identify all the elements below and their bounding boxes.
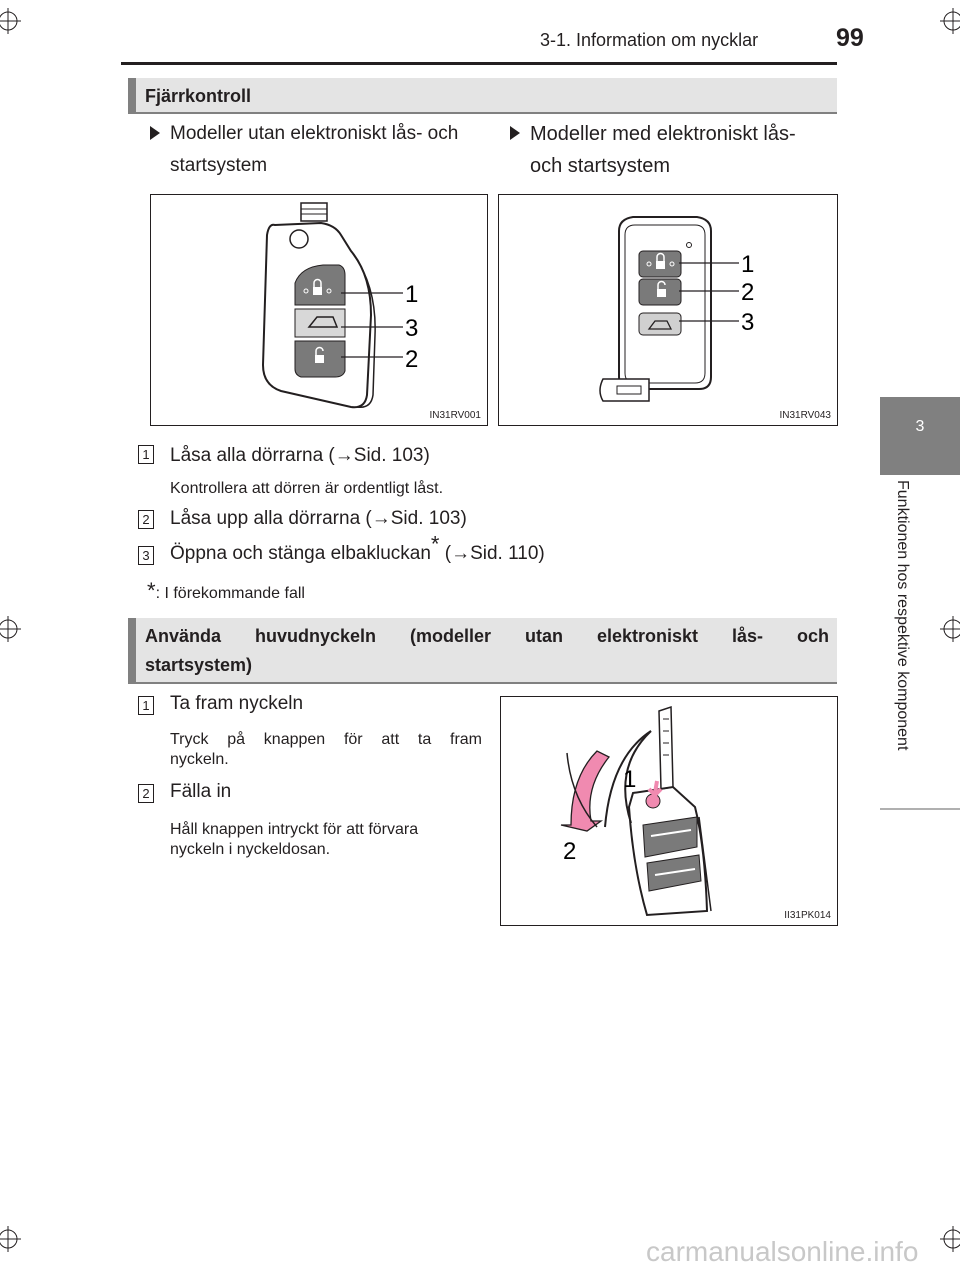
bullet-triangle-icon: [150, 126, 160, 140]
figure-folding-key: 1 3 2 IN31RV001: [150, 194, 488, 426]
section-heading-line2: startsystem): [145, 655, 253, 675]
item-3-ref: Sid. 110): [470, 543, 545, 564]
step-2-desc-line1: Håll knappen intryckt för att förvara: [170, 821, 419, 838]
callout-2: 2: [405, 346, 418, 373]
registration-mark-icon: [0, 1226, 21, 1252]
model-heading-right: Modeller med elektroniskt lås- och start…: [530, 118, 830, 182]
section-heading-bar: [128, 618, 837, 684]
registration-mark-icon: [940, 1226, 960, 1252]
step-1-desc: Tryck på knappen för att ta fram nyckeln…: [170, 730, 482, 770]
footnote-text: : I förekommande fall: [155, 585, 305, 602]
callout-3: 3: [741, 309, 754, 336]
item-2-ref: Sid. 103): [390, 508, 467, 529]
section-heading-line1: Använda huvudnyckeln (modeller utan elek…: [145, 626, 829, 646]
callout-3: 3: [405, 315, 418, 342]
footnote: *: I förekommande fall: [147, 578, 305, 604]
callout-2: 2: [563, 838, 576, 865]
ref-arrow-icon: →: [334, 445, 354, 466]
figure-key-unfold: 1 2 II31PK014: [500, 696, 838, 926]
model-heading-right-line2: och startsystem: [530, 155, 671, 177]
item-3-label: Öppna och stänga elbakluckan: [170, 543, 431, 564]
callout-1: 1: [623, 766, 636, 793]
header-rule: [121, 62, 837, 65]
registration-mark-icon: [940, 8, 960, 34]
figure-code: IN31RV001: [429, 410, 481, 421]
watermark: carmanualsonline.info: [646, 1236, 919, 1267]
step-number-box: 1: [138, 696, 154, 715]
section-heading-underline: [128, 112, 837, 114]
item-2-label: Låsa upp alla dörrarna (: [170, 508, 372, 529]
step-1-label: Ta fram nyckeln: [170, 693, 304, 714]
registration-mark-icon: [0, 8, 21, 34]
chapter-title: Funktionen hos respektive komponent: [894, 480, 911, 751]
footnote-mark: *: [147, 578, 156, 603]
figure-code: II31PK014: [784, 910, 831, 921]
item-number-box: 2: [138, 510, 154, 529]
key-unfold-illustration: 1 2: [560, 705, 712, 917]
item-3-text: Öppna och stänga elbakluckan* (→Sid. 110…: [170, 533, 545, 570]
chapter-tab: [880, 397, 960, 475]
step-number-box: 2: [138, 784, 154, 803]
chapter-title-vertical: Funktionen hos respektive komponent: [883, 480, 923, 810]
folding-key-illustration: 1 3 2: [261, 202, 418, 409]
model-heading-right-line1: Modeller med elektroniskt lås-: [530, 123, 796, 145]
section-heading: Fjärrkontroll: [145, 86, 252, 106]
registration-mark-icon: [940, 616, 960, 642]
callout-2: 2: [741, 279, 754, 306]
ref-arrow-icon: →: [451, 543, 471, 564]
callout-1: 1: [741, 251, 754, 278]
registration-mark-icon: [0, 616, 21, 642]
running-header-title: 3-1. Information om nycklar: [540, 30, 759, 50]
smart-key-illustration: 1 2 3: [599, 216, 754, 402]
section-heading-underline: [128, 682, 837, 684]
item-1-ref: Sid. 103): [353, 445, 430, 466]
item-1-label: Låsa alla dörrarna (: [170, 445, 335, 466]
step-2-label: Fälla in: [170, 781, 232, 802]
item-number-box: 3: [138, 546, 154, 565]
item-number-box: 1: [138, 445, 154, 464]
footnote-marker: *: [430, 531, 440, 557]
item-2-text: Låsa upp alla dörrarna (→Sid. 103): [170, 503, 467, 535]
model-heading-left: Modeller utan elektroniskt lås- och star…: [170, 118, 490, 182]
figure-smart-key: 1 2 3 IN31RV043: [498, 194, 838, 426]
item-1-text: Låsa alla dörrarna (→Sid. 103): [170, 440, 430, 472]
figure-code: IN31RV043: [779, 410, 831, 421]
step-1-desc-line2: nyckeln.: [170, 751, 229, 768]
step-1-desc-line1: Tryck på knappen för att ta fram: [170, 731, 482, 748]
tab-divider: [880, 808, 960, 810]
callout-1: 1: [405, 281, 418, 308]
section-heading-bar: [128, 78, 837, 114]
step-2-desc: Håll knappen intryckt för att förvara ny…: [170, 820, 482, 860]
step-2-desc-line2: nyckeln i nyckeldosan.: [170, 841, 331, 858]
bullet-triangle-icon: [510, 126, 520, 140]
page-number: 99: [836, 24, 864, 52]
item-3-suffix: (: [439, 543, 452, 564]
model-heading-left-line2: startsystem: [170, 155, 268, 176]
model-heading-left-line1: Modeller utan elektroniskt lås- och: [170, 123, 459, 144]
ref-arrow-icon: →: [371, 508, 391, 529]
item-1-note: Kontrollera att dörren är ordentligt lås…: [170, 480, 444, 497]
chapter-number: 3: [915, 418, 925, 435]
